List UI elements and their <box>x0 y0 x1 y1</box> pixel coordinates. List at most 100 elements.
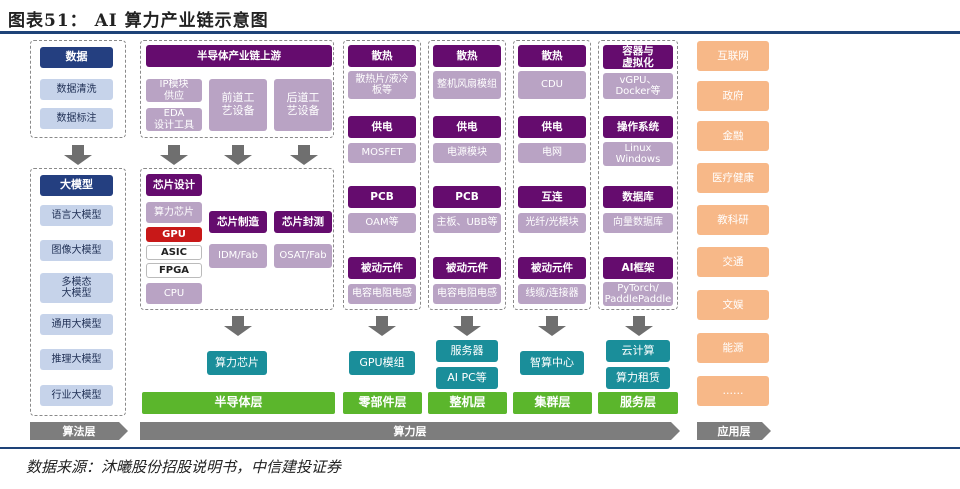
mach-cooling: 散热 <box>433 45 501 67</box>
app-item: 教科研 <box>697 205 769 235</box>
mach-power-detail: 电源模块 <box>433 143 501 163</box>
cluster-interconnect-detail: 光纤/光模块 <box>518 213 586 233</box>
svc-ai-framework-detail: PyTorch/ PaddlePaddle <box>603 282 673 306</box>
comp-pcb-detail: OAM等 <box>348 213 416 233</box>
comp-cooling: 散热 <box>348 45 416 67</box>
application-layer-band: 应用层 <box>697 422 771 440</box>
back-end-equipment: 后道工 艺设备 <box>274 79 332 131</box>
gpu-module: GPU模组 <box>349 351 415 375</box>
eda-tools: EDA 设计工具 <box>146 108 202 131</box>
chip-asic: ASIC <box>146 245 202 260</box>
arrow-comp-output <box>368 316 396 336</box>
app-item: 能源 <box>697 333 769 363</box>
osat-fab: OSAT/Fab <box>274 244 332 268</box>
app-item: 互联网 <box>697 41 769 71</box>
app-item: 交通 <box>697 247 769 277</box>
comp-power-detail: MOSFET <box>348 143 416 163</box>
svc-database-detail: 向量数据库 <box>603 213 673 233</box>
arrow-upstream-2 <box>224 145 252 165</box>
title-rule <box>0 31 960 34</box>
cluster-passive-detail: 线缆/连接器 <box>518 284 586 304</box>
semiconductor-layer: 半导体层 <box>142 392 335 414</box>
machine-column <box>428 40 506 310</box>
svc-container: 容器与 虚拟化 <box>603 45 673 69</box>
mach-pcb: PCB <box>433 186 501 208</box>
cluster-power: 供电 <box>518 116 586 138</box>
compute-chip-label: 算力芯片 <box>146 202 202 223</box>
mach-passive: 被动元件 <box>433 257 501 279</box>
semi-upstream-header: 半导体产业链上游 <box>146 45 332 67</box>
service-layer: 服务层 <box>598 392 678 414</box>
ai-pc: AI PC等 <box>436 367 498 389</box>
compute-layer-band: 算力层 <box>140 422 680 440</box>
app-item: 金融 <box>697 121 769 151</box>
svc-container-detail: vGPU、 Docker等 <box>603 73 673 99</box>
comp-pcb: PCB <box>348 186 416 208</box>
svc-os-detail: Linux Windows <box>603 142 673 166</box>
chip-manufacturing: 芯片制造 <box>209 211 267 233</box>
arrow-data-to-model <box>64 145 92 165</box>
algo-data-group <box>30 40 126 138</box>
comp-cooling-detail: 散热片/液冷 板等 <box>348 71 416 99</box>
semi-upstream-group <box>140 40 334 138</box>
data-cleaning: 数据清洗 <box>40 79 113 100</box>
cluster-interconnect: 互连 <box>518 186 586 208</box>
cluster-layer: 集群层 <box>513 392 592 414</box>
mach-cooling-detail: 整机风扇模组 <box>433 71 501 99</box>
app-item: 政府 <box>697 81 769 111</box>
svc-ai-framework: AI框架 <box>603 257 673 279</box>
arrow-upstream-1 <box>160 145 188 165</box>
app-item: …… <box>697 376 769 406</box>
arrow-upstream-3 <box>290 145 318 165</box>
comp-passive: 被动元件 <box>348 257 416 279</box>
model-item: 推理大模型 <box>40 349 113 370</box>
semi-output-chip: 算力芯片 <box>207 351 267 375</box>
svc-os: 操作系统 <box>603 116 673 138</box>
arrow-semi-output <box>224 316 252 336</box>
cluster-passive: 被动元件 <box>518 257 586 279</box>
chip-cpu: CPU <box>146 283 202 304</box>
mach-pcb-detail: 主板、UBB等 <box>433 213 501 233</box>
arrow-svc-output <box>625 316 653 336</box>
ip-module-supply: IP模块 供应 <box>146 79 202 102</box>
model-item: 语言大模型 <box>40 205 113 226</box>
cluster-column <box>513 40 591 310</box>
model-item: 行业大模型 <box>40 385 113 406</box>
cluster-cooling-detail: CDU <box>518 71 586 99</box>
cluster-cooling: 散热 <box>518 45 586 67</box>
cluster-power-detail: 电网 <box>518 143 586 163</box>
comp-power: 供电 <box>348 116 416 138</box>
data-header: 数据 <box>40 47 113 68</box>
service-column <box>598 40 678 310</box>
figure-title: 图表51： AI 算力产业链示意图 <box>8 11 269 31</box>
machine-layer: 整机层 <box>428 392 507 414</box>
comp-passive-detail: 电容电阻电感 <box>348 284 416 304</box>
bottom-rule <box>0 447 960 449</box>
chip-packaging: 芯片封测 <box>274 211 332 233</box>
intelligent-computing-center: 智算中心 <box>520 351 584 375</box>
compute-leasing: 算力租赁 <box>606 367 670 389</box>
algorithm-layer-band: 算法层 <box>30 422 128 440</box>
cloud-computing: 云计算 <box>606 340 670 362</box>
front-end-equipment: 前道工 艺设备 <box>209 79 267 131</box>
idm-fab: IDM/Fab <box>209 244 267 268</box>
algo-model-group <box>30 168 126 416</box>
app-item: 医疗健康 <box>697 163 769 193</box>
model-item: 通用大模型 <box>40 314 113 335</box>
data-labeling: 数据标注 <box>40 108 113 129</box>
chip-gpu: GPU <box>146 227 202 242</box>
arrow-cluster-output <box>538 316 566 336</box>
chip-design: 芯片设计 <box>146 174 202 196</box>
app-item: 文娱 <box>697 290 769 320</box>
mach-power: 供电 <box>433 116 501 138</box>
model-item: 图像大模型 <box>40 240 113 261</box>
component-column <box>343 40 421 310</box>
arrow-mach-output <box>453 316 481 336</box>
semi-chip-group <box>140 168 334 310</box>
model-header: 大模型 <box>40 175 113 196</box>
server: 服务器 <box>436 340 498 362</box>
source-note: 数据来源：沐曦股份招股说明书，中信建投证券 <box>26 458 342 476</box>
model-item: 多模态 大模型 <box>40 273 113 303</box>
chip-fpga: FPGA <box>146 263 202 278</box>
svc-database: 数据库 <box>603 186 673 208</box>
